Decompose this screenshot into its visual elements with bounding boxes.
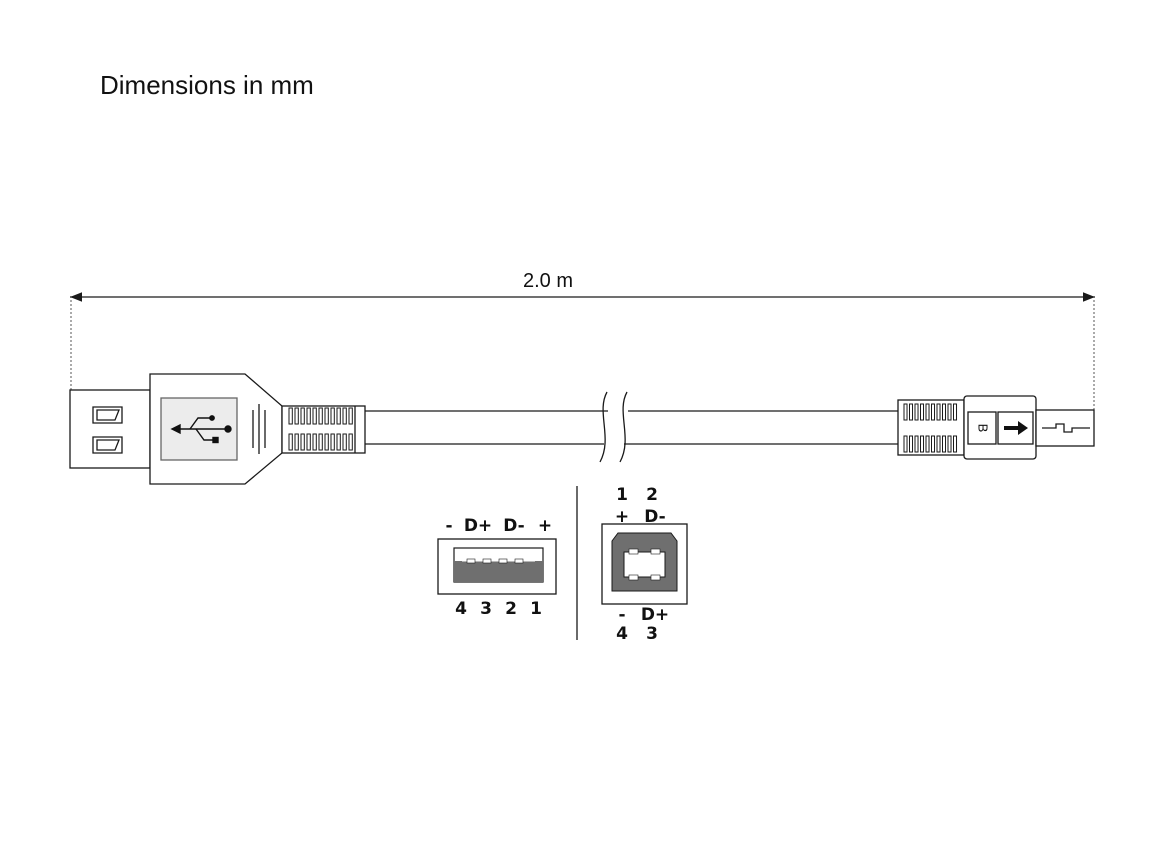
rib (300, 407, 305, 425)
contact (498, 558, 508, 564)
rib (931, 403, 936, 421)
rib (336, 433, 341, 451)
cable (365, 391, 898, 463)
usb-a-pinout: - D+ D- + 4 3 2 1 (437, 516, 557, 619)
rib (920, 435, 925, 453)
shell-window-top (92, 406, 123, 424)
pin-number: 3 (646, 624, 658, 644)
usb-a-plug (69, 373, 366, 485)
contact (650, 548, 661, 555)
rib (330, 433, 335, 451)
signal-label: D+ (641, 605, 669, 625)
signal-label: D- (503, 516, 524, 536)
rib (914, 403, 919, 421)
signal-label: + (615, 507, 629, 527)
rib (306, 407, 311, 425)
contact (466, 558, 476, 564)
rib (914, 435, 919, 453)
usb-b-tongue (623, 551, 666, 578)
pin-number: 2 (505, 599, 517, 619)
rib (318, 407, 323, 425)
rib (306, 433, 311, 451)
rib (903, 403, 908, 421)
rib (324, 433, 329, 451)
rib (318, 433, 323, 451)
rib (936, 435, 941, 453)
rib (300, 433, 305, 451)
rib (925, 403, 930, 421)
rib (342, 407, 347, 425)
signal-label: D- (644, 507, 665, 527)
length-dimension: 2.0 m (70, 270, 1095, 410)
contact (628, 548, 639, 555)
contact (650, 574, 661, 581)
page-title: Dimensions in mm (100, 70, 314, 100)
break-mark (599, 391, 608, 463)
signal-label: - (618, 605, 625, 625)
signal-label: + (538, 516, 552, 536)
arrow-right-icon (1004, 421, 1028, 435)
usb-b-pinout: 1 2 + D- - D+ 4 3 (601, 485, 688, 644)
rib (336, 407, 341, 425)
contact (514, 558, 524, 564)
rib (903, 435, 908, 453)
rib (294, 407, 299, 425)
usb-b-plug: B (897, 395, 1095, 460)
rib (942, 435, 947, 453)
usb-a-tongue (454, 561, 543, 582)
rib (920, 403, 925, 421)
rib (294, 433, 299, 451)
rib (936, 403, 941, 421)
rib (942, 403, 947, 421)
rib (288, 433, 293, 451)
rib (947, 435, 952, 453)
strain-relief-ribs (903, 403, 958, 453)
rib (947, 403, 952, 421)
contact (482, 558, 492, 564)
signal-label: D+ (464, 516, 492, 536)
usb-trident-icon (170, 415, 232, 444)
contact (628, 574, 639, 581)
rib (909, 403, 914, 421)
usb-a-metal-shell (69, 389, 151, 469)
pin-number: 1 (530, 599, 542, 619)
rib (348, 433, 353, 451)
rib (925, 435, 930, 453)
rib (342, 433, 347, 451)
rib (953, 403, 958, 421)
signal-label: - (445, 516, 452, 536)
pin-number: 4 (616, 624, 628, 644)
pin-number: 4 (455, 599, 467, 619)
rib (330, 407, 335, 425)
pin-number: 3 (480, 599, 492, 619)
rib (953, 435, 958, 453)
pin-number: 1 (616, 485, 628, 505)
rib (909, 435, 914, 453)
break-mark (619, 391, 628, 463)
rib (288, 407, 293, 425)
strain-relief-right (897, 399, 965, 456)
rib (931, 435, 936, 453)
shell-window-bottom (92, 436, 123, 454)
shell-notch (1042, 423, 1090, 433)
rib (312, 407, 317, 425)
strain-relief-ribs (288, 407, 353, 451)
pin-number: 2 (646, 485, 658, 505)
cable-length-label: 2.0 m (523, 270, 573, 292)
usb-b-symbol-box (967, 411, 997, 445)
rib (324, 407, 329, 425)
rib (348, 407, 353, 425)
plug-letter: B (976, 424, 991, 433)
rib (312, 433, 317, 451)
